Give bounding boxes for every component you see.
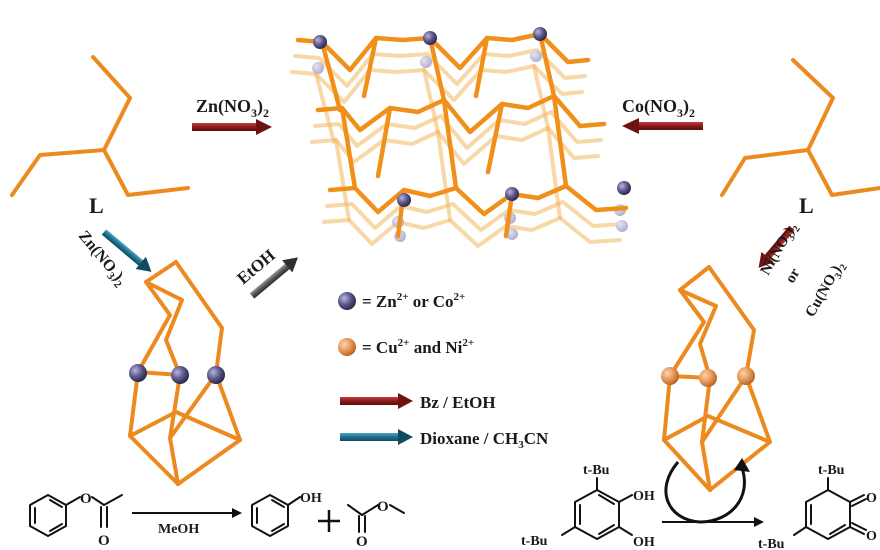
framework-node <box>505 187 519 201</box>
legend-cu-ni: = Cu2+ and Ni2+ <box>362 337 474 357</box>
framework-node <box>617 181 631 195</box>
reagent-zn-diag: Zn(NO3)2 <box>73 228 131 291</box>
framework-node <box>313 35 327 49</box>
quinone <box>793 477 867 540</box>
quinone-tbu-top: t-Bu <box>818 463 845 478</box>
legend-red-arrow <box>340 393 413 409</box>
legend-teal-arrow <box>340 429 413 445</box>
methyl-acetate-o1: O <box>377 499 389 515</box>
legend-dioxane: Dioxane / CH3CN <box>420 429 549 451</box>
methyl-acetate <box>347 504 405 533</box>
quinone-o-top: O <box>866 491 877 506</box>
legend-bz-etoh: Bz / EtOH <box>420 393 496 412</box>
legend-zn-co-icon <box>338 292 356 310</box>
arrow-red-co-top <box>622 118 703 134</box>
phenyl-acetate-o1: O <box>80 491 92 507</box>
quinone-tbu-left: t-Bu <box>758 537 785 550</box>
catechol-tbu-top: t-Bu <box>583 463 610 478</box>
zn-node <box>129 364 147 382</box>
arrow-red-zn-top <box>192 119 272 135</box>
zn-node <box>207 366 225 384</box>
arrow-red-ni-diag <box>758 225 795 268</box>
ligand-label-left: L <box>89 193 104 218</box>
phenyl-acetate <box>29 494 123 537</box>
framework-node <box>533 27 547 41</box>
legend-zn-co: = Zn2+ or Co2+ <box>362 291 465 311</box>
cu-node <box>699 369 717 387</box>
mof-framework <box>290 27 631 248</box>
ligand-right <box>720 58 880 197</box>
zn-node <box>171 366 189 384</box>
plus-icon <box>318 510 340 532</box>
arrow-teal-zn-diag <box>101 229 152 272</box>
phenol <box>251 494 301 537</box>
catechol <box>561 477 633 540</box>
ligand-label-right: L <box>799 193 814 218</box>
framework-node <box>397 193 411 207</box>
reagent-co-top: Co(NO3)2 <box>622 96 695 120</box>
cu-node <box>737 367 755 385</box>
ligand-left <box>10 55 190 197</box>
reagent-zn-top: Zn(NO3)2 <box>196 96 269 120</box>
arrow-black-meoh <box>132 508 242 518</box>
reagent-cu-diag: Cu(NO3)2 <box>803 259 850 322</box>
cage-left-zn <box>128 260 242 486</box>
reagent-or: or <box>783 265 804 286</box>
legend-cu-ni-icon <box>338 338 356 356</box>
catechol-tbu-left: t-Bu <box>521 534 548 549</box>
phenyl-acetate-o2: O <box>98 533 110 549</box>
arrow-black-catalysis <box>662 458 764 527</box>
catechol-oh-bottom: OH <box>633 535 655 550</box>
methyl-acetate-o2: O <box>356 534 368 550</box>
catechol-oh-top: OH <box>633 489 655 504</box>
cu-node <box>661 367 679 385</box>
cage-right-cu <box>661 265 772 492</box>
reagent-meoh: MeOH <box>158 522 199 537</box>
phenol-oh: OH <box>300 491 322 506</box>
arrow-gray-etoh <box>249 257 298 299</box>
framework-node <box>423 31 437 45</box>
quinone-o-bottom: O <box>866 529 877 544</box>
